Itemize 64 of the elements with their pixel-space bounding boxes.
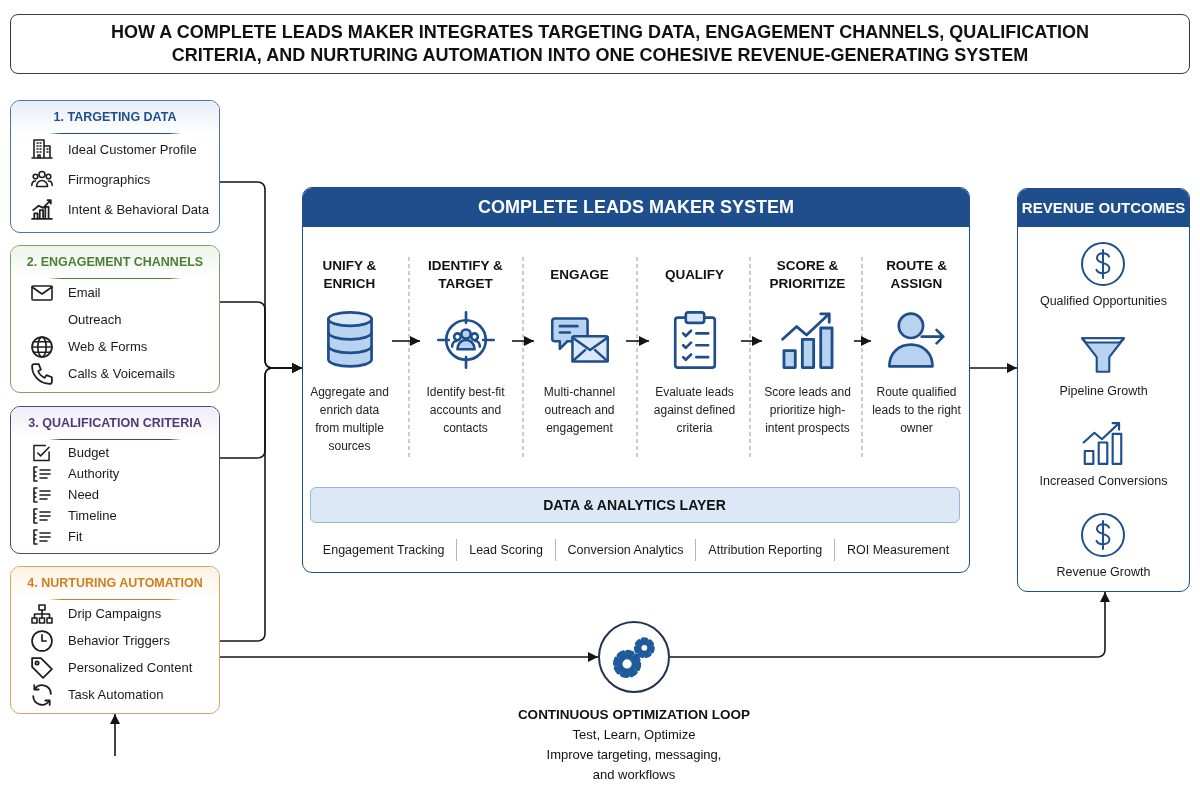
category-card (10, 566, 220, 714)
connector-arrow (853, 336, 872, 346)
list-item-text: Calls & Voicemails (68, 366, 175, 381)
list-item-text: Drip Campaigns (68, 606, 162, 621)
list-item-text: Firmographics (68, 171, 151, 187)
step-description: Multi-channel outreach and engagement (542, 383, 617, 437)
connector-arrow (740, 336, 763, 346)
step-description: Evaluate leads against defined criteria (652, 383, 737, 437)
panel-header: COMPLETE LEADS MAKER SYSTEM (303, 188, 969, 227)
list-item-text: Personalized Content (68, 660, 193, 675)
list-item-text: Need (68, 487, 100, 502)
metric-label: Lead Scoring (469, 543, 543, 557)
list-item-text: Fit (68, 529, 83, 544)
list-item-text: Web & Forms (68, 339, 148, 354)
loop-subtitle: Test, Learn, Optimize (571, 726, 697, 744)
step-title: SCORE & PRIORITIZE (768, 256, 847, 293)
list-item-text: Behavior Triggers (68, 633, 170, 648)
metric-label: Attribution Reporting (708, 543, 823, 557)
system-panel (302, 187, 970, 573)
metric-label: Conversion Analytics (567, 543, 684, 557)
step-description: Identify best-fit accounts and contacts (425, 383, 506, 437)
connector-arrow (969, 363, 1018, 373)
metric-label: Engagement Tracking (322, 543, 445, 557)
step-title: ENGAGE (549, 265, 610, 284)
title-banner: HOW A COMPLETE LEADS MAKER INTEGRATES TARGETING DATA, ENGAGEMENT CHANNELS, QUALIFICATION CRITERIA, AND NURTURING AUTOMATION INTO ONE COHESIVE REVENUE-GENERATING SYSTEM (10, 14, 1190, 74)
list-item-text: Intent & Behavioral Data (68, 201, 209, 217)
step-title: QUALIFY (663, 265, 726, 284)
section-heading: 1. TARGETING DATA (11, 101, 219, 134)
outcome-label: Revenue Growth (1055, 563, 1152, 580)
section-heading: 2. ENGAGEMENT CHANNELS (11, 246, 219, 279)
loop-heading: CONTINUOUS OPTIMIZATION LOOP (516, 706, 752, 724)
list-item-text: Outreach (68, 312, 122, 327)
list-item-text: Task Automation (68, 687, 164, 702)
list-item-text: Email (68, 285, 101, 300)
connector-arrow (219, 652, 599, 662)
step-title: ROUTE & ASSIGN (885, 256, 948, 293)
step-description: Score leads and prioritize high-intent prospects (763, 383, 852, 437)
step-title: IDENTIFY & TARGET (427, 256, 504, 293)
category-card (10, 406, 220, 554)
outcome-label: Qualified Opportunities (1038, 292, 1169, 309)
list-item-text: Budget (68, 445, 110, 460)
outcome-label: Pipeline Growth (1058, 382, 1149, 399)
connector-arrow (219, 363, 303, 642)
connector-arrow (511, 336, 535, 346)
category-card (10, 245, 220, 393)
connector-arrow (391, 336, 421, 346)
loop-description: Improve targeting, messaging, and workflows (545, 746, 723, 784)
panel-header: REVENUE OUTCOMES (1018, 189, 1189, 227)
section-heading: 4. NURTURING AUTOMATION (11, 567, 219, 600)
connector-arrow (669, 591, 1110, 658)
connector-arrow (110, 713, 120, 757)
step-description: Route qualified leads to the right owner (871, 383, 962, 437)
outcomes-panel (1017, 188, 1190, 592)
outcome-label: Increased Conversions (1038, 472, 1169, 489)
list-item-text: Timeline (68, 508, 117, 523)
metric-label: ROI Measurement (847, 543, 950, 557)
step-description: Aggregate and enrich data from multiple sources (309, 383, 390, 455)
layer-banner: DATA & ANALYTICS LAYER (309, 486, 960, 523)
connector-arrow (625, 336, 650, 346)
category-card (10, 100, 220, 233)
list-item-text: Authority (68, 466, 120, 481)
list-item-text: Ideal Customer Profile (68, 141, 197, 157)
step-title: UNIFY & ENRICH (321, 256, 378, 293)
section-heading: 3. QUALIFICATION CRITERIA (11, 407, 219, 440)
